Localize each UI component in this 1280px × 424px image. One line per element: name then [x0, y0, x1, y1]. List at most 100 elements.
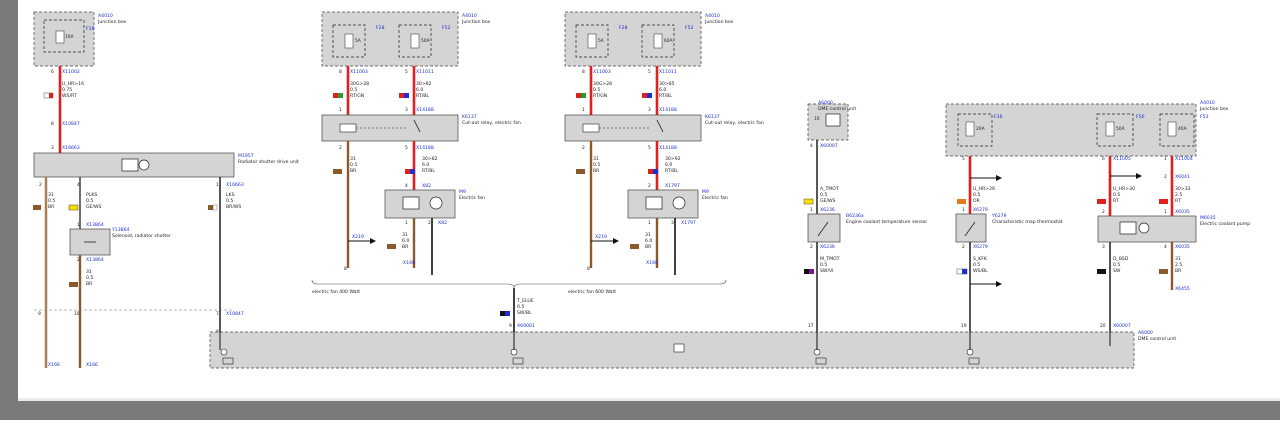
svg-text:2: 2: [1164, 174, 1167, 180]
connector-label: X1797: [681, 220, 696, 226]
wire-name: U_HR>26: [973, 186, 995, 192]
fuse-id: F56: [1136, 114, 1145, 120]
wire-name: 30>85: [659, 81, 675, 87]
svg-text:6: 6: [51, 69, 54, 75]
wire-color: BR: [48, 204, 55, 210]
wire-color: OR: [973, 198, 981, 204]
wire-size: 0.5: [593, 162, 600, 168]
svg-text:1: 1: [962, 207, 965, 213]
wire-size: 0.75: [62, 87, 72, 93]
connector-label: X166: [48, 362, 60, 368]
component-name: Solenoid, radiator shutter: [112, 233, 171, 239]
connector-label: X6236: [820, 207, 835, 213]
dme-control-unit-bottom: A6000 DME control unit: [209, 330, 1176, 369]
junction-box-name: Junction box: [461, 19, 491, 25]
connector-label: X6041: [1175, 174, 1190, 180]
wire-color: SW/BL: [517, 310, 532, 316]
wire-size: 6.0: [665, 162, 672, 168]
component-name: Characteristic map thermostat: [992, 219, 1063, 225]
connector-label: X6035: [1175, 209, 1190, 215]
svg-text:1: 1: [582, 107, 585, 113]
wire-name: D_BSD: [1113, 256, 1129, 262]
connector-label: X14188: [416, 145, 434, 151]
svg-text:10: 10: [814, 116, 820, 122]
fuse-id: F16: [86, 26, 95, 32]
wire-color: GE/WS: [820, 198, 836, 204]
wire-name: S_KFK: [973, 256, 988, 262]
svg-text:5: 5: [405, 145, 408, 151]
wire-color: BR: [86, 281, 93, 287]
component-id: M6035: [1200, 215, 1216, 221]
svg-text:19: 19: [961, 323, 967, 329]
wire-color: RT: [1113, 198, 1119, 204]
connector-label: X11003: [350, 69, 368, 75]
cutout-relay-1: K6137 Cut-out relay, electric fan: [321, 114, 521, 142]
connector-label: X10847: [62, 121, 80, 127]
fuse-rating: 50A: [421, 38, 430, 44]
component-name: Engine coolant temperature sensor: [846, 219, 927, 225]
wire-color: GE/WS: [86, 204, 102, 210]
svg-text:7: 7: [216, 311, 219, 317]
wire-size: 2.5: [1175, 262, 1182, 268]
fuse-id: F53: [1200, 114, 1209, 120]
wire-name: 30G>28: [593, 81, 612, 87]
wire-size: 0.5: [1113, 192, 1120, 198]
junction-box-id: A4010: [98, 13, 113, 19]
wire-size: 0.5: [86, 198, 93, 204]
wire-name: PLKS: [86, 192, 97, 198]
wire-name: 31: [350, 156, 356, 162]
fuse-rating: 50A: [1116, 126, 1125, 132]
wire-color: BR/WS: [226, 204, 241, 210]
wire-name: 30>82: [416, 81, 432, 87]
electric-fan-1: M9 Electric fan: [384, 189, 485, 219]
svg-text:9: 9: [38, 311, 41, 317]
svg-text:2: 2: [648, 183, 651, 189]
fuse-rating: 60A: [664, 38, 673, 44]
wire-size: 0.5: [973, 262, 980, 268]
connector-label: X11005: [1113, 156, 1131, 162]
wire-name: 31: [1175, 256, 1181, 262]
svg-text:1: 1: [1164, 156, 1167, 162]
connector-label: X13864: [86, 222, 104, 228]
fuse-id: F52: [442, 25, 451, 31]
component-id: Y13864: [111, 227, 129, 233]
component-id: M1957: [238, 153, 254, 159]
connector-label: X60007: [820, 143, 838, 149]
note-fan-600: electric fan 600 Watt: [568, 289, 616, 295]
connector-label: X6279: [973, 244, 988, 250]
connector-label: X16663: [62, 145, 80, 151]
dme-top: 10 A6000 DME control unit: [807, 100, 856, 141]
svg-text:2: 2: [1102, 209, 1105, 215]
wire-size: 0.5: [350, 162, 357, 168]
wire-color: WS/BL: [973, 268, 988, 274]
fuse-rating: 5A: [598, 38, 604, 44]
component-name: Cut-out relay, electric fan: [462, 120, 521, 126]
fuse-id: F28: [619, 25, 628, 31]
cutout-relay-2: K6137 Cut-out relay, electric fan: [564, 114, 764, 142]
wire-size: 0.5: [226, 198, 233, 204]
svg-text:2: 2: [339, 145, 342, 151]
connector-label: X11002: [62, 69, 80, 75]
wire-size: 0.5: [86, 275, 93, 281]
connector-label: X1797: [665, 183, 680, 189]
svg-text:5: 5: [648, 69, 651, 75]
svg-text:2: 2: [582, 145, 585, 151]
connector-label: X60001: [517, 323, 535, 329]
wire-size: 0.5: [517, 304, 524, 310]
electric-coolant-pump: M6035 Electric coolant pump: [1097, 215, 1250, 243]
wire-color: BR: [402, 244, 409, 250]
wire-name: 30G>28: [350, 81, 369, 87]
wire-name: LKS: [226, 192, 235, 198]
wire-size: 0.5: [593, 87, 600, 93]
wire-size: 0.5: [820, 192, 827, 198]
svg-text:1: 1: [405, 220, 408, 226]
connector-label: X166: [86, 362, 98, 368]
connector-label: X166: [646, 260, 658, 266]
fuse-rating: 10A: [65, 34, 74, 40]
svg-text:3: 3: [405, 107, 408, 113]
wire-color: SW: [1113, 268, 1121, 274]
wire-name: 30>82: [422, 156, 438, 162]
connector-label: X11011: [659, 69, 677, 75]
wire-size: 0.5: [973, 192, 980, 198]
